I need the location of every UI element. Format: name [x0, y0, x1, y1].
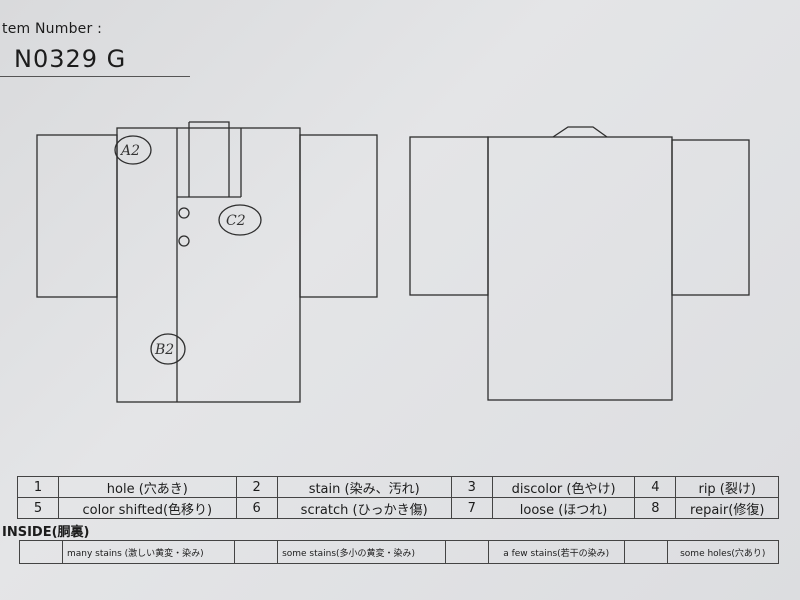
mark-b2-text: B2 — [154, 342, 174, 358]
inside-row: many stains (激しい黄変・染み) some stains(多小の黄変… — [19, 540, 780, 564]
damage-legend-table: 1 hole (穴あき) 2 stain (染み、汚れ) 3 discolor … — [17, 476, 779, 519]
inside-checkbox-cell — [623, 540, 668, 564]
legend-label: hole (穴あき) — [58, 476, 237, 498]
front-view — [36, 121, 378, 403]
button-bottom — [178, 235, 190, 247]
inside-checkbox-cell — [234, 540, 279, 564]
legend-row: 1 hole (穴あき) 2 stain (染み、汚れ) 3 discolor … — [17, 476, 779, 498]
front-left-sleeve — [36, 134, 118, 298]
mark-c2-circle — [218, 204, 262, 236]
legend-label: discolor (色やけ) — [491, 476, 636, 498]
legend-num: 1 — [17, 476, 59, 498]
back-body — [487, 136, 673, 401]
legend-num: 3 — [450, 476, 493, 498]
inside-label: some stains(多小の黄変・染み) — [277, 540, 446, 564]
legend-label: loose (ほつれ) — [491, 497, 636, 519]
legend-num: 2 — [235, 476, 278, 498]
legend-num: 4 — [634, 476, 677, 498]
item-number-value: N0329 G — [14, 45, 127, 73]
inside-heading: INSIDE(胴裏) — [2, 525, 90, 540]
item-number-underline — [0, 76, 190, 77]
legend-num: 7 — [450, 497, 493, 519]
front-collar — [177, 121, 242, 198]
mark-a2-text: A2 — [119, 143, 140, 159]
legend-label: scratch (ひっかき傷) — [276, 497, 452, 519]
inside-label: a few stains(若干の染み) — [487, 540, 625, 564]
inside-label: many stains (激しい黄変・染み) — [61, 540, 236, 564]
back-collar — [552, 126, 608, 138]
mark-a2-circle — [114, 135, 152, 165]
legend-label: repair(修復) — [675, 497, 779, 519]
mark-b2-circle — [150, 333, 186, 365]
back-left-sleeve — [409, 136, 489, 296]
front-right-sleeve — [299, 134, 378, 298]
legend-num: 8 — [634, 497, 677, 519]
button-top — [178, 207, 190, 219]
back-right-sleeve — [671, 139, 750, 296]
inside-checkbox-cell — [19, 540, 63, 564]
inside-table: many stains (激しい黄変・染み) some stains(多小の黄変… — [19, 540, 780, 564]
legend-num: 6 — [235, 497, 278, 519]
inside-checkbox-cell — [444, 540, 489, 564]
mark-c2-text: C2 — [226, 213, 246, 229]
front-body — [116, 127, 301, 403]
legend-num: 5 — [17, 497, 59, 519]
legend-label: stain (染み、汚れ) — [276, 476, 452, 498]
item-number-label: tem Number : — [2, 21, 102, 37]
inside-label: some holes(穴あり) — [666, 540, 780, 564]
back-view — [409, 126, 750, 401]
legend-label: color shifted(色移り) — [58, 497, 237, 519]
legend-label: rip (裂け) — [675, 476, 779, 498]
legend-row: 5 color shifted(色移り) 6 scratch (ひっかき傷) 7… — [17, 497, 779, 519]
